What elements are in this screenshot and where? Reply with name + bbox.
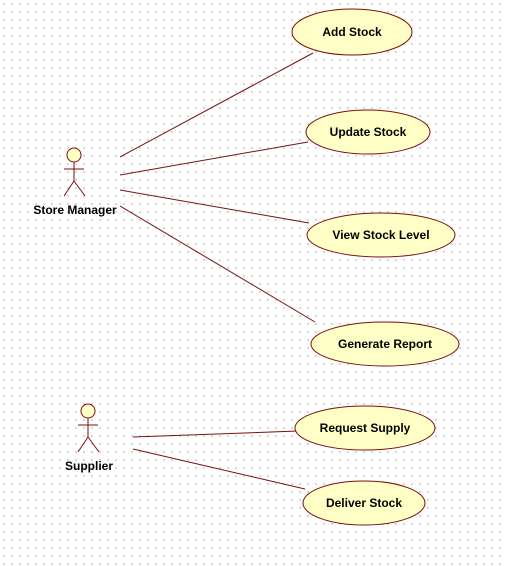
use-case-label: Generate Report — [338, 337, 432, 351]
association-supplier-deliver-stock — [132, 448, 306, 490]
actor-label: Supplier — [65, 459, 113, 473]
association-store-manager-view-stock-level — [119, 189, 310, 224]
association-store-manager-update-stock — [119, 141, 309, 176]
use-case-label: View Stock Level — [332, 228, 429, 242]
use-case-add-stock[interactable]: Add Stock — [291, 8, 413, 56]
use-case-generate-report[interactable]: Generate Report — [310, 321, 460, 367]
stick-figure-icon — [63, 147, 86, 197]
use-case-label: Update Stock — [330, 125, 407, 139]
association-store-manager-generate-report — [119, 205, 316, 323]
actor-store-manager[interactable]: Store Manager — [33, 147, 117, 217]
use-case-request-supply[interactable]: Request Supply — [294, 405, 436, 451]
association-supplier-request-supply — [132, 430, 299, 438]
use-case-update-stock[interactable]: Update Stock — [305, 109, 431, 155]
use-case-deliver-stock[interactable]: Deliver Stock — [302, 480, 426, 526]
use-case-label: Add Stock — [322, 25, 382, 39]
use-case-label: Request Supply — [320, 421, 411, 435]
actor-supplier[interactable]: Supplier — [65, 403, 113, 473]
associations — [119, 52, 316, 490]
association-store-manager-add-stock — [119, 52, 314, 158]
actor-label: Store Manager — [33, 203, 117, 217]
stick-figure-icon — [77, 403, 100, 453]
use-case-view-stock-level[interactable]: View Stock Level — [306, 212, 456, 258]
use-case-label: Deliver Stock — [326, 496, 402, 510]
